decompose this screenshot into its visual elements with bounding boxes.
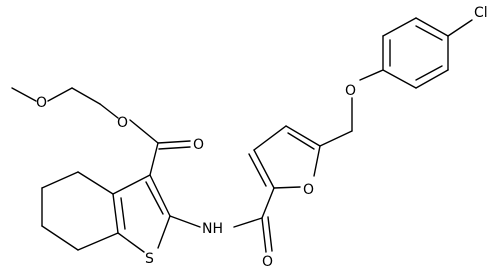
bond-ar-c-cl [447,19,473,37]
bond-o-aryl-c1 [359,69,384,81]
bond-ar-c6-c1 [382,69,417,89]
ether-oxygen-label: O [345,83,356,99]
bond-s-c2 [157,215,171,249]
amide-oxygen-label: O [262,254,273,270]
bond-furan-c4-c5 [285,125,321,147]
ester-oxygen-label: O [117,115,128,131]
bond-c6-c7 [41,225,79,251]
bond-c2-c3-b [145,181,164,215]
bonds [11,17,473,253]
bond-amide-double-b [267,216,273,252]
bond-c7a-s [117,232,145,253]
bond-ch2-ch2 [71,87,101,105]
bond-ar-c3-c4 [415,17,449,37]
bond-c3a-c7a-inner [120,197,126,230]
methoxy-oxygen-label: O [36,95,47,111]
bond-carbonyl-double-b [158,146,191,150]
bond-c3a-c7a [112,193,119,234]
furan-oxygen-label: O [303,182,314,198]
bond-furan-o-c2 [273,186,301,189]
bond-furan-c3-c4 [253,125,287,151]
bond-ar-c3-c4-inner [415,25,443,41]
atom-labels: Cl O O O NH S O O O [36,5,488,270]
bond-ar-c2-c3 [382,17,417,37]
bond-furan-c4-c5-inner [287,132,315,150]
bond-ch2-o-ester [99,103,119,119]
bond-camide-furan [261,187,275,219]
bond-furan-c2-c3 [253,149,275,189]
bond-furan-ch2 [319,130,353,147]
bond-c7-c7a [77,232,119,251]
bond-ar-c5-c6-inner [415,65,443,81]
bond-ar-c5-c6 [415,69,449,89]
bond-furan-c2-c3-inner [248,153,267,187]
nh-label: NH [202,221,223,237]
bond-carbonyl-c3 [149,142,159,176]
bond-o-ch2 [47,87,73,102]
bond-c3a-c4 [77,171,114,195]
bond-c3-c3a [112,174,151,195]
thiophene-sulfur-label: S [145,251,154,267]
bond-ch3-o [11,87,37,102]
bond-furan-c5-o [313,145,321,177]
bond-o-carbonyl [129,119,159,144]
bond-c2-c3-a [149,174,171,217]
bond-c2-nh [169,215,201,228]
bond-nh-camide [233,217,263,228]
bond-amide-double-a [261,217,267,253]
bond-carbonyl-double-a [157,140,191,144]
bond-c4-c5 [41,171,79,189]
ester-carbonyl-oxygen-label: O [193,137,204,153]
chlorine-label: Cl [474,5,488,21]
